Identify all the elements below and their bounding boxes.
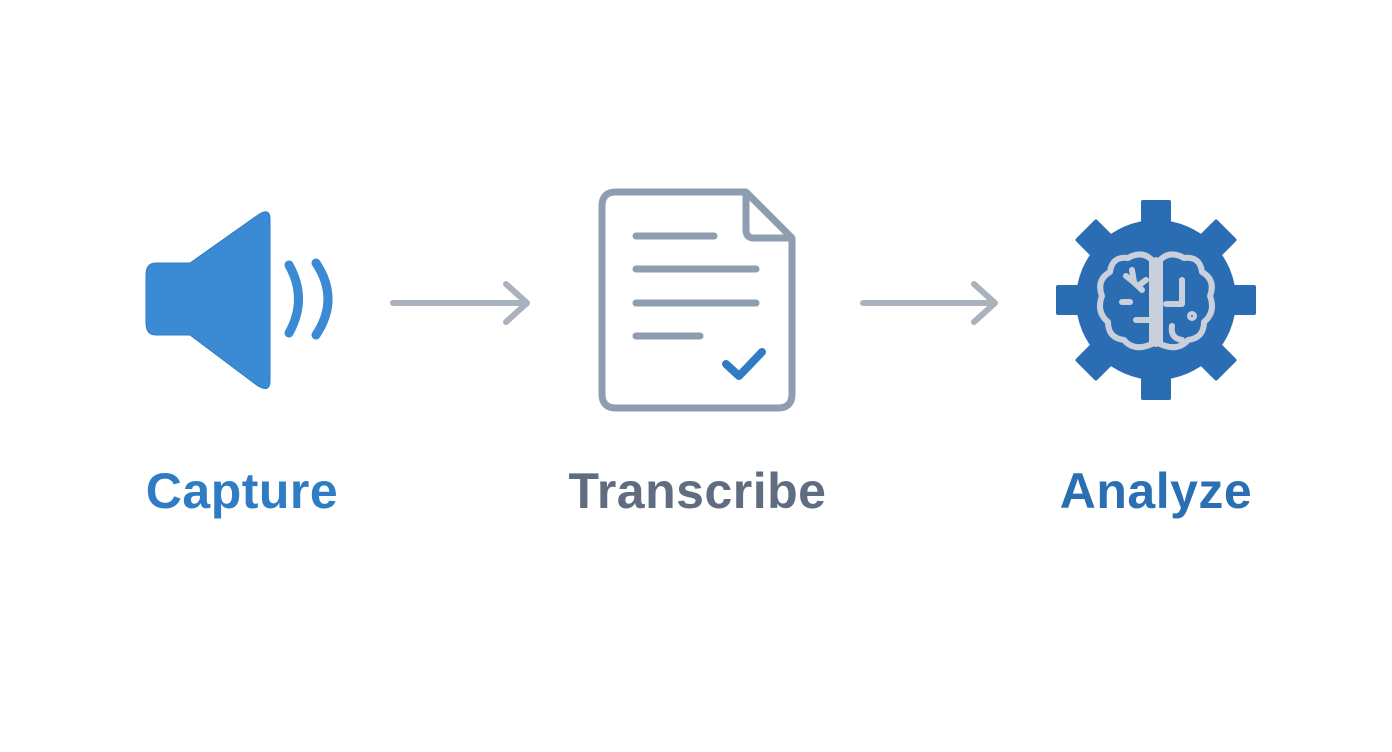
arrow-right-icon xyxy=(390,281,530,325)
step-label-transcribe: Transcribe xyxy=(568,463,827,519)
checkmark-icon xyxy=(722,348,766,380)
step-label-analyze: Analyze xyxy=(1059,463,1253,519)
arrow-right-icon xyxy=(860,281,998,325)
gear-brain-icon xyxy=(1056,200,1256,400)
speaker-icon xyxy=(145,211,333,390)
step-label-capture: Capture xyxy=(145,463,339,519)
brain-icon xyxy=(1097,251,1215,351)
document-check-icon xyxy=(598,188,796,412)
